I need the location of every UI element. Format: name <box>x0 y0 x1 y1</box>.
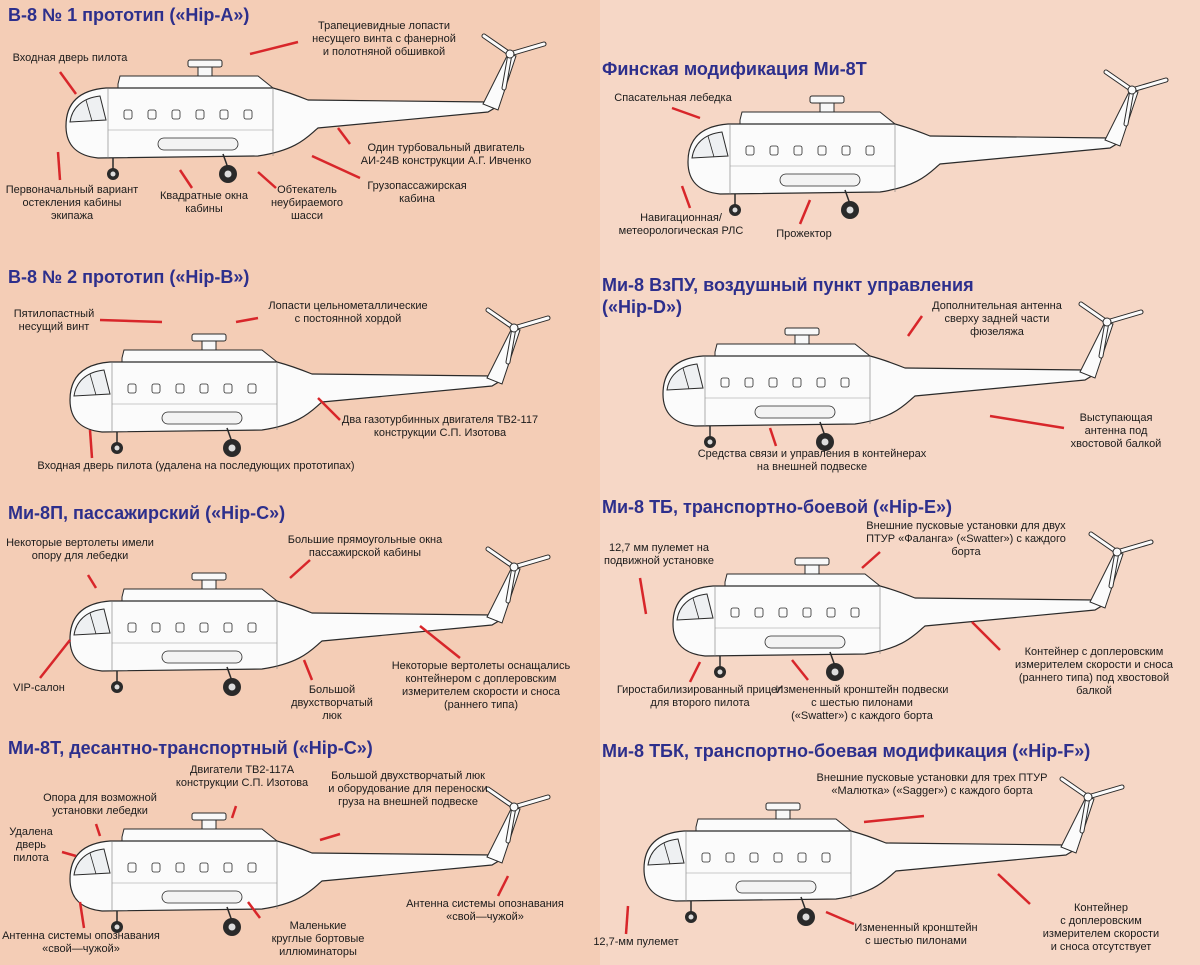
label-six-pylons-swatter: Измененный кронштейн подвески с шестью п… <box>775 684 949 722</box>
label-iff-antenna-tail: Антенна системы опознавания «свой—чужой» <box>406 898 564 923</box>
label-doppler-tailboom: Контейнер с доплеровским измерителем ско… <box>1015 646 1173 697</box>
panel-title-hip-b: В-8 № 2 прототип («Hip-B») <box>8 267 250 287</box>
label-metal-blades: Лопасти цельнометаллические с постоянной… <box>268 300 428 325</box>
panel-title-hip-a: В-8 № 1 прототип («Hip-A») <box>8 5 250 25</box>
label-six-pylons: Измененный кронштейн с шестью пилонами <box>854 922 978 947</box>
label-searchlight: Прожектор <box>776 228 832 240</box>
label-large-windows: Большие прямоугольные окна пассажирской … <box>287 534 443 559</box>
label-single-engine: Один турбовальный двигатель АИ-24В конст… <box>360 142 532 167</box>
panel-title-finnish: Финская модификация Ми-8Т <box>602 59 867 79</box>
label-cockpit-glazing: Первоначальный вариант остекления кабины… <box>5 184 139 222</box>
label-winch-support: Некоторые вертолеты имели опору для лебе… <box>6 537 154 562</box>
label-pilot-door: Входная дверь пилота <box>12 52 128 64</box>
label-rescue-winch: Спасательная лебедка <box>614 92 732 104</box>
label-mg-mount: 12,7 мм пулемет на подвижной установке <box>604 542 714 567</box>
panel-title-mi8t: Ми-8Т, десантно-транспортный («Hip-C») <box>8 738 373 758</box>
helicopter-finnish <box>680 108 1180 218</box>
label-gear-fairing: Обтекатель неубираемого шасси <box>270 184 344 222</box>
label-tv2-engines: Двигатели ТВ2-117А конструкции С.П. Изот… <box>175 764 309 789</box>
label-heavy-mg: 12,7-мм пулемет <box>593 936 679 948</box>
label-weather-radar: Навигационная/ метеорологическая РЛС <box>618 212 744 237</box>
label-falanga-launchers: Внешние пусковые установки для двух ПТУР… <box>866 520 1066 558</box>
label-malyutka-launchers: Внешние пусковые установки для трех ПТУР… <box>816 772 1048 797</box>
label-gyro-sight: Гиростабилизированный прицел для второго… <box>616 684 784 709</box>
panel-title-mi8p: Ми-8П, пассажирский («Hip-C») <box>8 503 286 523</box>
label-round-portholes: Маленькие круглые бортовые иллюминаторы <box>271 920 365 958</box>
panel-title-hip-f: Ми-8 ТБК, транспортно-боевая модификация… <box>602 741 1091 761</box>
label-two-engines: Два газотурбинных двигателя ТВ2-117 конс… <box>341 414 539 439</box>
label-square-windows: Квадратные окна кабины <box>160 190 248 215</box>
label-ventral-antenna: Выступающая антенна под хвостовой балкой <box>1070 412 1162 450</box>
label-trapezoid-blades: Трапециевидные лопасти несущего винта с … <box>312 20 456 58</box>
label-five-blade-rotor: Пятилопастный несущий винт <box>13 308 95 333</box>
label-pilot-door-removed: Входная дверь пилота (удалена на последу… <box>37 460 355 472</box>
label-extra-antenna: Дополнительная антенна сверху задней час… <box>932 300 1062 338</box>
label-iff-antenna-front: Антенна системы опознавания «свой—чужой» <box>2 930 160 955</box>
label-comms-pods: Средства связи и управления в контейнера… <box>697 448 927 473</box>
label-doppler-container: Некоторые вертолеты оснащались контейнер… <box>391 660 571 711</box>
label-cargo-cabin: Грузопассажирская кабина <box>367 180 467 205</box>
panel-title-hip-e: Ми-8 ТБ, транспортно-боевой («Hip-E») <box>602 497 953 517</box>
label-door-removed: Удалена дверь пилота <box>9 826 53 864</box>
label-vip-salon: VIP-салон <box>13 682 65 694</box>
label-winch-mount: Опора для возможной установки лебедки <box>43 792 157 817</box>
label-hatch-sling: Большой двухстворчатый люк и оборудовани… <box>328 770 488 808</box>
panel-title-hip-d: Ми-8 ВзПУ, воздушный пункт управления («… <box>602 275 974 317</box>
label-clamshell-hatch: Большой двухстворчатый люк <box>291 684 373 722</box>
label-no-doppler: Контейнер с доплеровским измерителем ско… <box>1042 902 1160 953</box>
